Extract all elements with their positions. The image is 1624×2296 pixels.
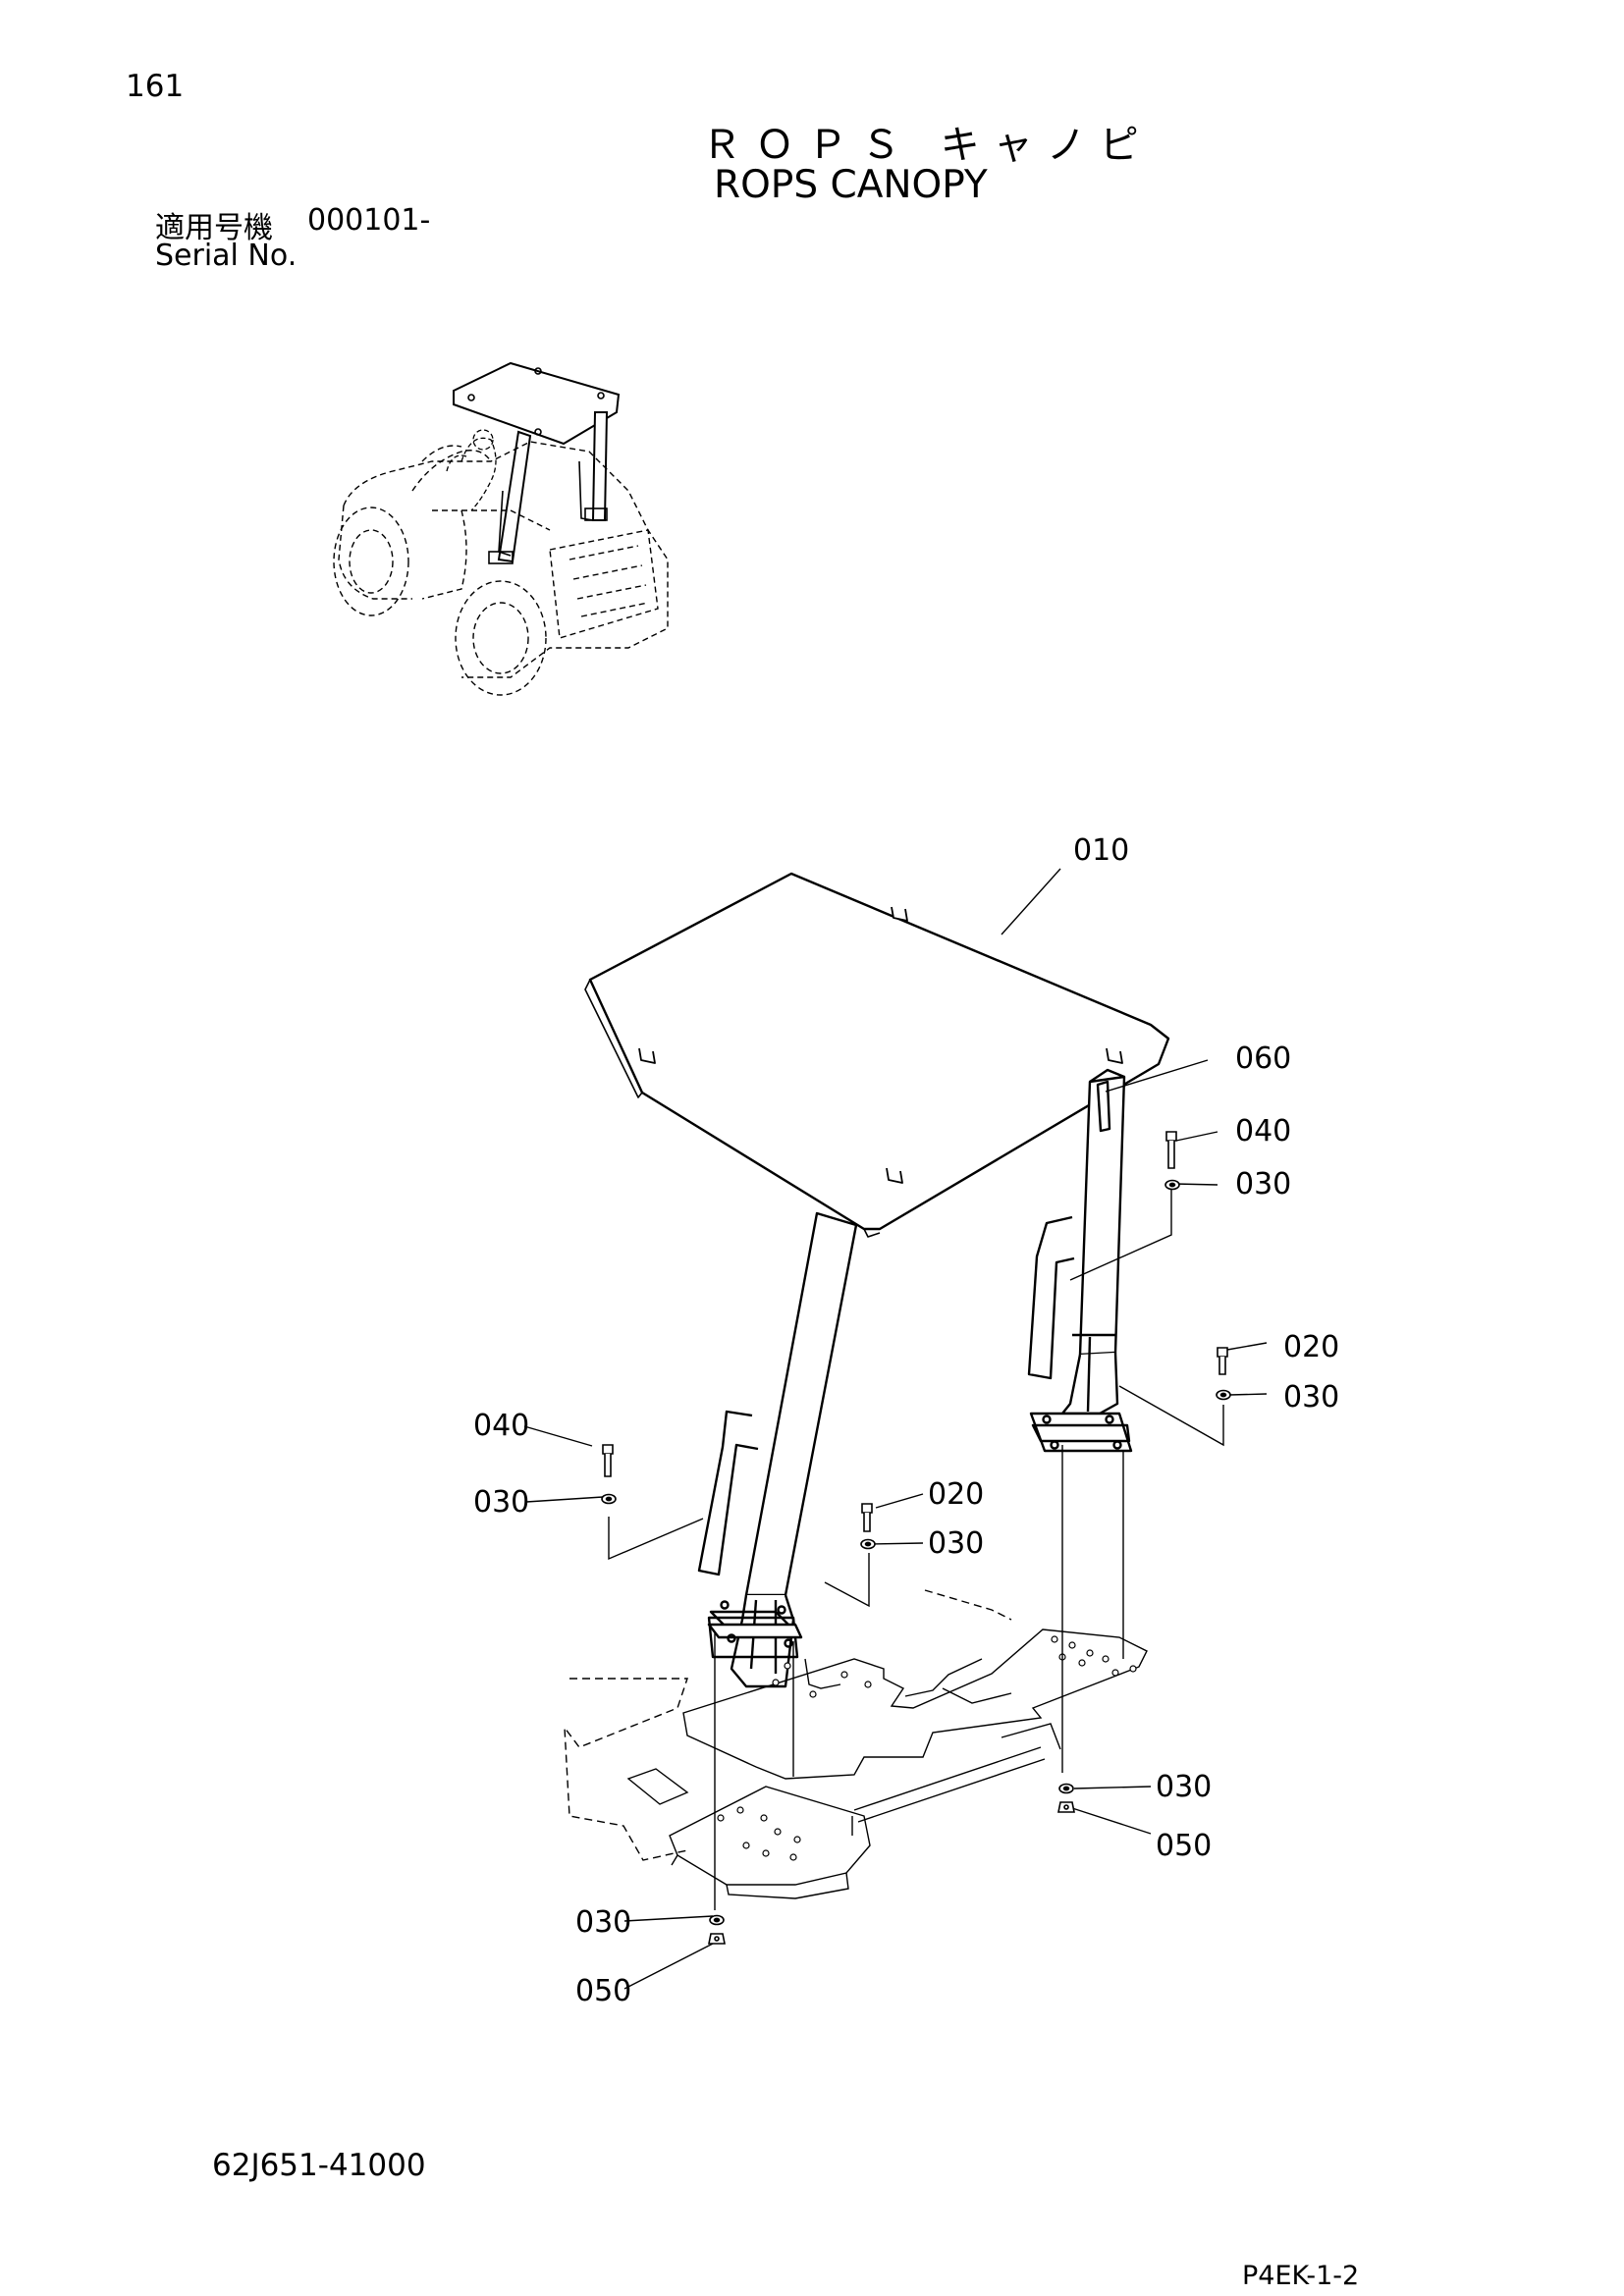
machine-overview-illustration — [333, 361, 669, 696]
serial-label-english: Serial No. — [155, 239, 298, 273]
leader-lines — [523, 868, 1268, 1990]
bolt-040-right — [1165, 1131, 1177, 1169]
page-title-japanese: ＲＯＰＳ キャノピ — [702, 123, 1153, 168]
callout-050-lower-right: 050 — [1156, 1829, 1212, 1863]
callout-040-right: 040 — [1235, 1114, 1291, 1148]
serial-label-japanese: 適用号機 — [155, 211, 273, 245]
serial-range: 000101- — [307, 203, 431, 238]
floor-frame-solid — [626, 1629, 1148, 1899]
assembly-lines — [608, 1188, 1224, 1910]
callout-030-lower-right: 030 — [1156, 1770, 1212, 1804]
callout-040-left: 040 — [473, 1409, 529, 1443]
callout-030-right-mid: 030 — [1283, 1380, 1339, 1415]
left-pillar — [697, 1211, 858, 1688]
fasteners — [601, 1131, 1231, 1945]
right-pillar — [1027, 1068, 1133, 1453]
callout-020-center: 020 — [928, 1477, 984, 1512]
callout-030-center: 030 — [928, 1526, 984, 1561]
floor-holes — [717, 1635, 1137, 1861]
canopy-roof-part — [584, 872, 1170, 1238]
page-code: P4EK-1-2 — [1242, 2261, 1360, 2291]
callout-020-right: 020 — [1283, 1330, 1339, 1364]
page-title-english: ROPS CANOPY — [714, 163, 988, 207]
callout-050-bottom: 050 — [575, 1974, 631, 2008]
callout-060: 060 — [1235, 1041, 1291, 1076]
page-number: 161 — [126, 69, 185, 104]
callout-labels: 010 060 040 030 020 030 040 030 020 030 … — [473, 833, 1339, 2008]
floor-frame — [564, 1589, 1012, 1861]
callout-030-left: 030 — [473, 1485, 529, 1520]
callout-030-bottom: 030 — [575, 1905, 631, 1940]
callout-010: 010 — [1073, 833, 1129, 868]
drawing-number: 62J651-41000 — [212, 2148, 426, 2183]
callout-030-right-top: 030 — [1235, 1167, 1291, 1201]
